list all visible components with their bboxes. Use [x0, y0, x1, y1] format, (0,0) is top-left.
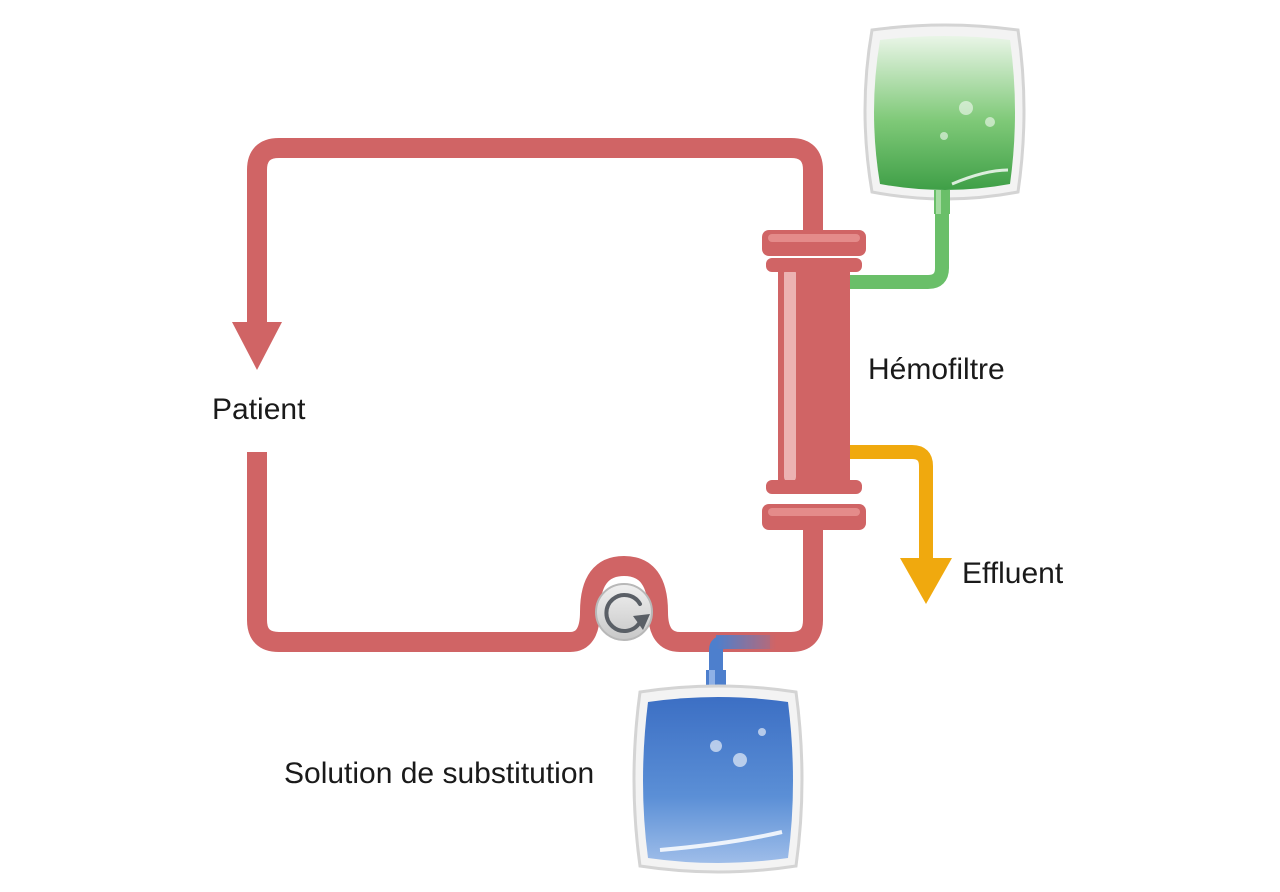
blood-line-lower — [247, 452, 823, 652]
substitution-solution-label: Solution de substitution — [284, 757, 595, 790]
blood-circuit — [232, 138, 823, 652]
blood-line-upper — [247, 138, 823, 328]
hemofilter-cartridge — [762, 230, 866, 530]
blood-pump — [595, 583, 653, 641]
substitution-line — [709, 635, 776, 685]
effluent-arrow-icon — [900, 558, 952, 604]
effluent-line — [848, 445, 952, 604]
effluent-label: Effluent — [962, 557, 1064, 590]
green-fluid-bag-icon — [863, 23, 1026, 214]
rotation-arrow-icon — [604, 593, 650, 633]
filter-bottom-cap — [762, 504, 866, 530]
patient-label: Patient — [212, 393, 306, 426]
blood-return-arrow-icon — [232, 322, 282, 370]
dialysate-line — [848, 212, 949, 289]
filter-top-cap — [762, 230, 866, 256]
hemofilter-label: Hémofiltre — [868, 353, 1005, 386]
blue-fluid-bag-icon — [632, 670, 804, 874]
